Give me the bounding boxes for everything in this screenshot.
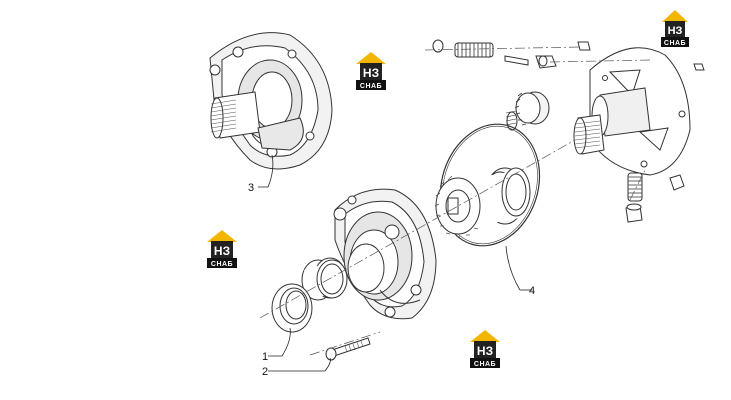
logo-band-text: СНАБ: [360, 83, 382, 90]
logo-band-text: СНАБ: [664, 40, 686, 47]
callout-1: 1: [262, 351, 268, 363]
callout-leaders: [258, 154, 532, 372]
callout-3: 3: [248, 182, 254, 194]
callout-2: 2: [262, 366, 268, 378]
logo-mark: НЗ: [363, 66, 379, 80]
watermark-logo: НЗ СНАБ: [356, 52, 386, 90]
logo-mark: НЗ: [668, 25, 683, 37]
assembly-axis-lines: [259, 46, 651, 356]
watermark-logo: НЗ СНАБ: [661, 10, 689, 47]
logo-mark: НЗ: [214, 244, 230, 258]
bushing: [301, 257, 348, 301]
logo-mark: НЗ: [477, 344, 493, 358]
idler-gear: [505, 91, 550, 131]
logo-band-text: СНАБ: [211, 261, 233, 268]
outer-gear-ring: [434, 167, 531, 238]
small-parts: [432, 39, 705, 223]
bolt: [325, 337, 371, 361]
pump-housing-upper: [209, 32, 333, 170]
pump-housing-lower: [333, 188, 437, 320]
watermark-logo: НЗ СНАБ: [470, 330, 500, 368]
callout-4: 4: [529, 285, 535, 297]
spring-upper: [454, 42, 494, 58]
logo-band-text: СНАБ: [474, 361, 496, 368]
watermark-logo: НЗ СНАБ: [207, 230, 237, 268]
o-ring-seal: [439, 123, 541, 247]
lip-seal: [271, 283, 313, 333]
cover-plate-shaft: [573, 47, 691, 176]
